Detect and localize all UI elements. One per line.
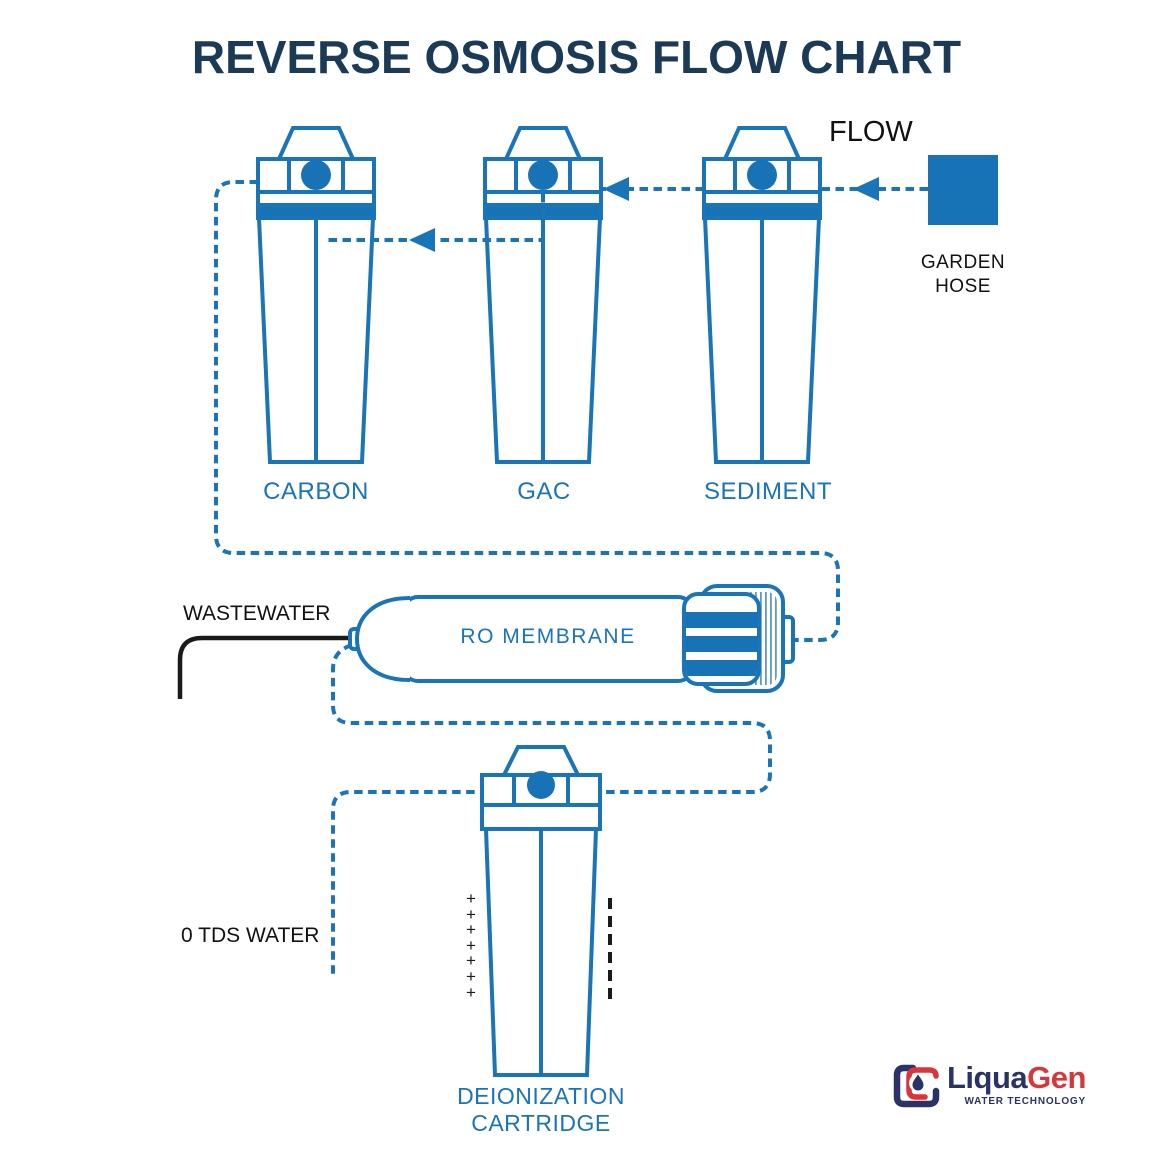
page-title: REVERSE OSMOSIS FLOW CHART — [191, 31, 962, 83]
wastewater-label: WASTEWATER — [183, 602, 331, 625]
gac-label: GAC — [517, 478, 571, 505]
liquagen-logo-name: LiquaGen — [947, 1060, 1086, 1095]
garden-hose-block — [928, 155, 998, 225]
flow-label: FLOW — [829, 116, 913, 148]
deionization-cartridge-label: DEIONIZATION CARTRIDGE — [457, 1083, 625, 1136]
cation-plus-marks: + + + + + + + — [466, 889, 476, 1002]
liquagen-logo-tagline: WATER TECHNOLOGY — [964, 1096, 1086, 1107]
liquagen-logo: LiquaGen WATER TECHNOLOGY — [891, 1061, 1086, 1111]
carbon-filter-housing — [256, 126, 376, 464]
arrow-sediment-to-gac — [603, 177, 629, 201]
gac-filter-housing — [483, 126, 603, 464]
zero-tds-label: 0 TDS WATER — [181, 924, 320, 947]
liquagen-logo-icon — [893, 1064, 940, 1108]
arrow-hose-to-sediment — [853, 177, 879, 201]
sediment-filter-housing — [702, 126, 822, 464]
sediment-label: SEDIMENT — [703, 478, 833, 505]
carbon-label: CARBON — [263, 478, 369, 505]
pipe-ro-to-di — [331, 643, 772, 976]
pipe-carbon-to-ro — [214, 180, 840, 642]
ro-membrane-label: RO MEMBRANE — [460, 625, 636, 648]
deionization-cartridge-housing — [480, 745, 602, 1077]
garden-hose-label: GARDEN HOSE — [920, 252, 1006, 297]
ro-membrane-housing — [348, 584, 795, 693]
arrow-gac-to-carbon — [409, 228, 435, 252]
liquagen-logo-text: LiquaGen WATER TECHNOLOGY — [947, 1060, 1086, 1108]
anion-dash-marks — [608, 898, 612, 1004]
pipe-gac-to-carbon — [324, 194, 545, 242]
pipe-wastewater — [177, 635, 364, 699]
